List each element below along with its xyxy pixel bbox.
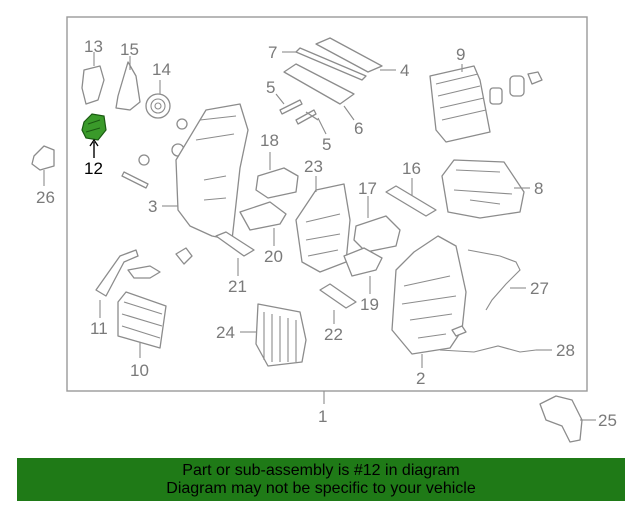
callout-11: 11: [90, 319, 108, 338]
part-16[interactable]: [385, 178, 437, 217]
part-14[interactable]: [145, 80, 171, 119]
info-banner: Part or sub-assembly is #12 in diagram D…: [17, 458, 625, 501]
callout-3: 3: [148, 197, 157, 216]
callout-15: 15: [120, 40, 139, 59]
part-4[interactable]: [315, 37, 396, 73]
part-24[interactable]: [240, 303, 307, 367]
seal-parts: [489, 71, 543, 105]
callout-23: 23: [304, 157, 323, 176]
callout-21: 21: [228, 277, 247, 296]
part-15[interactable]: [115, 56, 141, 111]
part-9[interactable]: [429, 64, 491, 143]
callout-4: 4: [400, 61, 409, 80]
part-5b[interactable]: [295, 109, 327, 135]
part-20[interactable]: [239, 201, 287, 246]
callout-27: 27: [530, 279, 549, 298]
part-19[interactable]: [343, 247, 383, 294]
part-18[interactable]: [255, 152, 299, 199]
banner-line-2: Diagram may not be specific to your vehi…: [166, 479, 476, 497]
callout-22: 22: [324, 325, 343, 344]
callout-8: 8: [534, 179, 543, 198]
callout-2: 2: [416, 369, 425, 388]
callout-14: 14: [152, 60, 171, 79]
callout-28: 28: [556, 341, 575, 360]
small-clip-2: [175, 247, 193, 265]
part-13[interactable]: [81, 52, 105, 105]
callout-7: 7: [268, 43, 277, 62]
banner-line-1: Part or sub-assembly is #12 in diagram: [182, 461, 460, 479]
part-3[interactable]: [162, 103, 249, 241]
part-12-highlighted[interactable]: [81, 113, 107, 158]
callout-6: 6: [354, 119, 363, 138]
callout-5b: 5: [322, 135, 331, 154]
callout-17: 17: [358, 179, 377, 198]
part-2[interactable]: [391, 235, 467, 368]
callout-1: 1: [318, 407, 327, 426]
part-17[interactable]: [353, 196, 401, 253]
part-23[interactable]: [295, 176, 351, 273]
part-8[interactable]: [441, 159, 530, 219]
callout-26: 26: [36, 188, 55, 207]
callout-13: 13: [84, 37, 103, 56]
part-10[interactable]: [117, 291, 167, 358]
parts-diagram: 13 15 14 12 26 7 4 5 6 5 9 18 3 23 16 17…: [31, 16, 617, 443]
part-22[interactable]: [319, 283, 357, 324]
part-6[interactable]: [283, 63, 355, 121]
callout-5a: 5: [266, 78, 275, 97]
callout-24: 24: [216, 323, 235, 342]
part-26[interactable]: [31, 145, 55, 186]
part-11[interactable]: [95, 249, 161, 318]
callout-12: 12: [84, 159, 103, 178]
part-21[interactable]: [215, 231, 255, 276]
assembly-frame: [66, 16, 588, 392]
callout-18: 18: [260, 131, 279, 150]
callout-20: 20: [264, 247, 283, 266]
callout-10: 10: [130, 361, 149, 380]
callout-9: 9: [456, 45, 465, 64]
part-5a[interactable]: [275, 93, 303, 115]
callout-19: 19: [360, 295, 379, 314]
callout-16: 16: [402, 159, 421, 178]
part-27[interactable]: [467, 249, 526, 311]
part-7[interactable]: [282, 47, 367, 81]
small-clip: [451, 325, 467, 337]
part-25[interactable]: [539, 395, 596, 443]
callout-25: 25: [598, 411, 617, 430]
part-28[interactable]: [439, 345, 552, 353]
